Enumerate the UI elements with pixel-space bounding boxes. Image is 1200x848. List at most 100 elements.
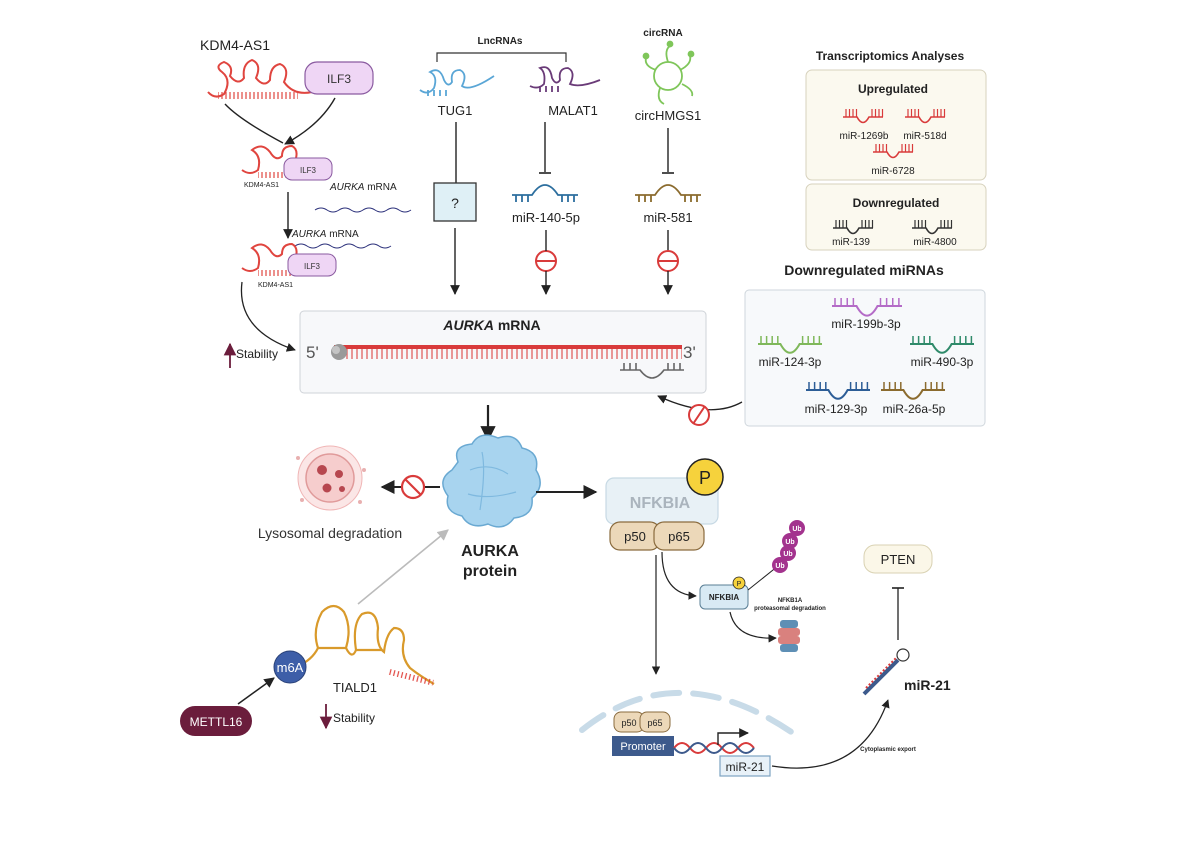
up-mir-3-icon: [873, 144, 914, 159]
aurka-mrna-wave-2: [294, 243, 392, 249]
down-mir-1-icon: [833, 220, 874, 235]
lncrna-module: LncRNAs TUG1 MALAT1 ? miR-140-5p: [419, 36, 601, 295]
mir21-gene-box: [719, 755, 771, 777]
aurka-protein-module: AURKA protein Lysosomal degradation: [258, 434, 541, 605]
ub-circle-2: [782, 533, 798, 549]
kdm4-module: KDM4-AS1 ILF3 ILF3 KDM4-AS1 AURKA mRNA A…: [200, 37, 412, 368]
three-prime-label: 3': [683, 343, 696, 362]
tiald1-rna-icon: [297, 604, 435, 685]
kdm4-stability-label: Stability: [236, 347, 278, 361]
mettl16-label: METTL16: [190, 715, 243, 729]
lncrnas-header: LncRNAs: [477, 36, 522, 47]
downregulated-mirnas-module: Downregulated miRNAs miR-199b-3p miR-124…: [657, 262, 986, 427]
tiald1-tail: [387, 668, 434, 686]
unknown-mediator-box: [433, 182, 477, 222]
nfkbia-to-proteasome-arrow: [729, 611, 777, 643]
circhmgs1-label: circHMGS1: [635, 108, 701, 123]
mettl16-box: [180, 706, 252, 736]
complex1-ilf3-label: ILF3: [300, 166, 317, 175]
ub-chain-stem: [747, 565, 779, 591]
mir581-label: miR-581: [643, 210, 692, 225]
down-mirna-3: miR-490-3p: [911, 355, 974, 369]
down-mir-2: miR-4800: [913, 237, 957, 248]
kdm4-complex-2: ILF3 KDM4-AS1: [241, 242, 337, 289]
mir140-icon: [512, 184, 578, 202]
down-mirna-5: miR-26a-5p: [883, 402, 946, 416]
transcriptomics-module: Transcriptomics Analyses Upregulated miR…: [805, 49, 987, 251]
small-nfkbia-label: NFKBIA: [709, 593, 739, 602]
aurka-mrna-module: AURKA mRNA 5' 3': [299, 310, 707, 442]
tiald1-label: TIALD1: [333, 680, 377, 695]
kdm4-as1-title: KDM4-AS1: [200, 37, 270, 53]
up-mir-1: miR-1269b: [840, 131, 889, 142]
small-phospho-label: P: [737, 581, 742, 588]
lysosome-icon: [296, 445, 366, 511]
mir140-label: miR-140-5p: [512, 210, 580, 225]
down-mirna-4-icon: [806, 382, 870, 400]
upregulated-mir-icons: [843, 109, 946, 159]
down-mirna-4: miR-129-3p: [805, 402, 868, 416]
aurka-protein-line1: AURKA: [461, 543, 519, 560]
mir140-blocked-icon: [535, 250, 557, 272]
aurka-mrna-wave-1: [314, 207, 412, 213]
malat1-label: MALAT1: [548, 103, 598, 118]
kdm4-as1-rna-icon: [207, 58, 313, 99]
nfkb-module: NFKBIA P p50 p65 NFKBIA P Ub Ub Ub Ub: [536, 458, 826, 675]
nuclear-p65-box: [639, 711, 671, 733]
down-mirna-1: miR-199b-3p: [831, 317, 901, 331]
unknown-mediator-label: ?: [451, 195, 459, 211]
ub-circle-1: [789, 520, 805, 536]
tug1-label: TUG1: [438, 103, 473, 118]
tug1-rna-icon: [419, 69, 495, 96]
upregulated-label: Upregulated: [858, 82, 928, 96]
pten-box: [863, 544, 933, 574]
lysosomal-degradation-label: Lysosomal degradation: [258, 525, 402, 541]
up-mir-2-icon: [905, 109, 946, 124]
circrna-header: circRNA: [643, 28, 682, 39]
proteasome-label-2: proteasomal degradation: [754, 606, 826, 612]
downregulated-mirna-icons: [758, 298, 974, 400]
down-mirna-2: miR-124-3p: [759, 355, 822, 369]
circrna-module: circRNA circHMGS1 miR-581: [635, 28, 701, 295]
down-mir-2-icon: [912, 220, 953, 235]
lncrnas-bracket: [436, 52, 567, 62]
aurka-protein-blob: [442, 434, 541, 528]
up-mir-1-icon: [843, 109, 884, 124]
aurka-protein-line2: protein: [463, 563, 517, 580]
transcription-start-arrow: [717, 728, 749, 745]
promoter-box: [612, 736, 674, 756]
down-mirna-5-icon: [881, 382, 945, 400]
ub-label-1: Ub: [792, 526, 801, 533]
ub-label-3: Ub: [783, 551, 792, 558]
tiald1-to-protein-arrow: [357, 529, 449, 605]
promoter-label: Promoter: [620, 741, 666, 753]
down-mirna-2-icon: [758, 336, 822, 354]
up-mir-3: miR-6728: [871, 166, 915, 177]
small-phospho-circle: [732, 576, 746, 590]
small-nfkbia-box: [699, 584, 749, 610]
pten-label: PTEN: [881, 552, 916, 567]
phospho-circle: [686, 458, 724, 496]
up-mir-2: miR-518d: [903, 131, 946, 142]
down-mirna-3-icon: [910, 336, 974, 354]
aurka-mrna-title: AURKA mRNA: [442, 317, 540, 333]
dna-helix-blue: [673, 742, 755, 754]
nuclear-p50-label: p50: [621, 718, 636, 728]
p50-label: p50: [624, 529, 646, 544]
bound-mirna-icon: [620, 363, 684, 379]
m6a-label: m6A: [277, 660, 304, 675]
proteasome-label-1: NFKB1A: [778, 598, 803, 604]
ub-label-4: Ub: [775, 563, 784, 570]
mrna-strand: [334, 345, 682, 349]
ub-circle-4: [772, 557, 788, 573]
down-mir-1: miR-139: [832, 237, 870, 248]
downregulated-label: Downregulated: [853, 196, 940, 210]
nuclear-envelope: [579, 690, 803, 741]
mirnas-blocked-icon: [688, 404, 710, 426]
dna-helix-red: [673, 742, 755, 754]
tiald1-module: m6A TIALD1 METTL16 Stability: [180, 604, 435, 736]
aurka-mrna-label-1: AURKA mRNA: [329, 182, 397, 193]
malat1-rna-icon: [529, 66, 601, 92]
down-mirna-1-icon: [832, 298, 902, 317]
